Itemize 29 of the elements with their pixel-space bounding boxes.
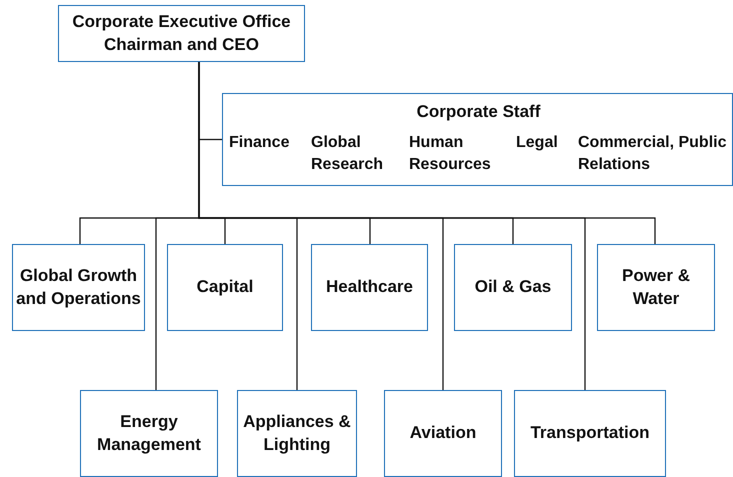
- box-label: Chairman and CEO: [104, 34, 259, 56]
- box-label: Oil & Gas: [474, 276, 552, 298]
- box-label: Capital: [196, 276, 254, 298]
- box-label: Aviation: [410, 422, 476, 444]
- staff-unit: Legal: [516, 133, 559, 153]
- org-box: [597, 244, 715, 331]
- org-box: [454, 244, 572, 331]
- staff-unit: Commercial, Public Relations: [578, 133, 728, 176]
- staff-panel: [222, 93, 733, 186]
- staff-unit: Human Resources: [409, 133, 492, 176]
- box-label: Energy Management: [96, 411, 202, 456]
- org-box: [58, 5, 305, 62]
- connector-line: [198, 62, 586, 390]
- staff-unit: Global Research: [311, 133, 384, 176]
- org-box: [12, 244, 145, 331]
- box-label: Corporate Executive Office: [72, 11, 291, 34]
- org-box: [167, 244, 283, 331]
- org-box: [384, 390, 502, 477]
- panel-heading: Corporate Staff: [416, 101, 542, 123]
- org-box: [311, 244, 428, 331]
- org-box: [514, 390, 666, 477]
- box-label: Appliances & Lighting: [242, 411, 352, 456]
- box-label: Power & Water: [620, 265, 692, 310]
- org-box: [80, 390, 218, 477]
- box-label: Transportation: [530, 422, 650, 444]
- staff-unit: Finance: [229, 133, 290, 153]
- box-label: Global Growth and Operations: [15, 265, 142, 310]
- box-label: Healthcare: [326, 276, 413, 298]
- org-box: [237, 390, 357, 477]
